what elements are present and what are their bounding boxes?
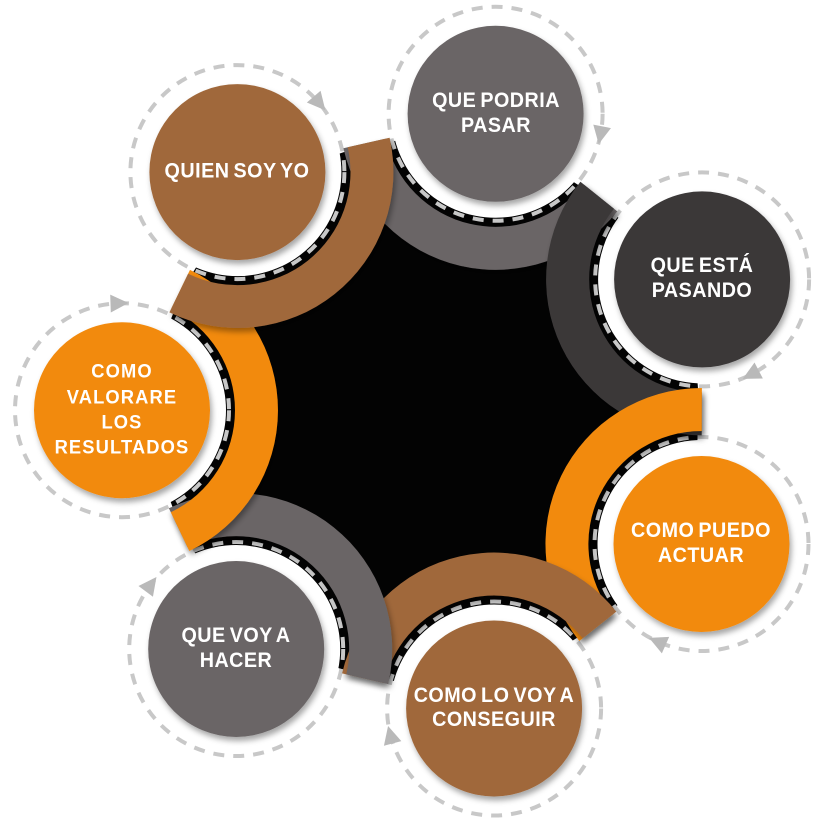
rotation-arrow-icon: [383, 726, 402, 746]
dashed-ring: [385, 599, 604, 818]
swoosh-arc-que-podria-pasar: [343, 138, 618, 270]
dashed-ring: [128, 63, 347, 282]
dashed-ring: [386, 4, 605, 223]
rotation-arrow-icon: [138, 576, 157, 597]
swoosh-arc-quien-soy-yo: [169, 137, 394, 329]
node-circle-que-voy-a-hacer: [148, 561, 325, 737]
dashed-ring: [593, 170, 812, 389]
rotation-arrow-icon: [306, 90, 326, 111]
swoosh-arc-como-lo-voy-a-conseguir: [342, 552, 617, 684]
node-circle-que-esta-pasando: [614, 191, 791, 368]
swoosh-arc-que-voy-a-hacer: [168, 493, 393, 685]
swoosh-arc-como-puedo-actuar: [545, 387, 702, 641]
node-circle-como-valorare-los-resultados: [34, 322, 210, 499]
node-circle-como-lo-voy-a-conseguir: [406, 620, 583, 797]
rotation-arrow-icon: [742, 362, 763, 379]
rotation-arrow-icon: [649, 636, 670, 654]
rotation-arrow-icon: [110, 294, 129, 313]
dashed-ring: [127, 540, 346, 758]
dashed-ring: [592, 435, 811, 653]
node-circle-que-podria-pasar: [407, 25, 584, 202]
rotation-arrow-icon: [593, 124, 611, 145]
swoosh-arc-que-esta-pasando: [546, 181, 702, 436]
node-circle-como-puedo-actuar: [613, 456, 790, 632]
swoosh-arc-como-valorare-los-resultados: [170, 269, 278, 551]
node-circle-quien-soy-yo: [149, 84, 326, 261]
